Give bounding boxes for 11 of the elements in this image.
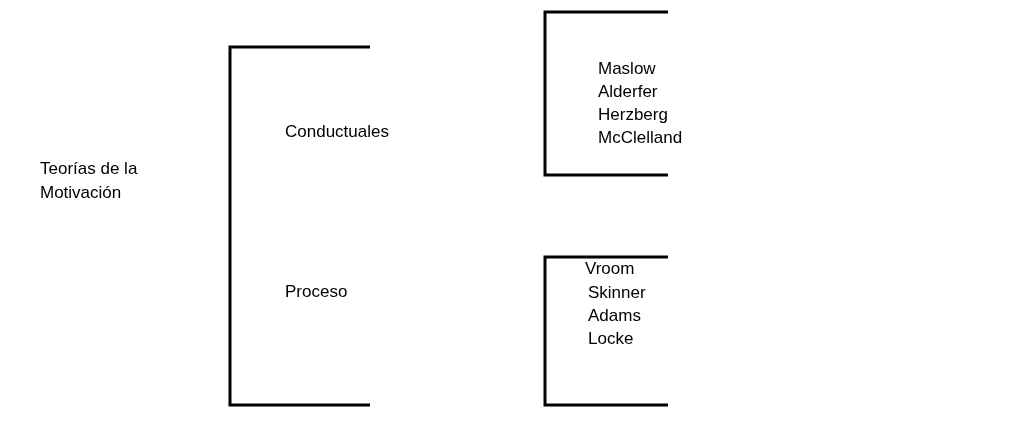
label-text: Locke [588, 328, 634, 350]
label-text: Vroom [585, 258, 635, 280]
label-text: Alderfer [598, 81, 658, 103]
label-text: Adams [588, 305, 641, 327]
label-text: Herzberg [598, 104, 668, 126]
label-text: Teorías de la Motivación [40, 158, 139, 204]
label-text: Proceso [285, 281, 348, 303]
label-text: Conductuales [285, 121, 389, 143]
label-text: McClelland [598, 127, 683, 149]
label-text: Skinner [588, 282, 646, 304]
label-text: Maslow [598, 58, 656, 80]
